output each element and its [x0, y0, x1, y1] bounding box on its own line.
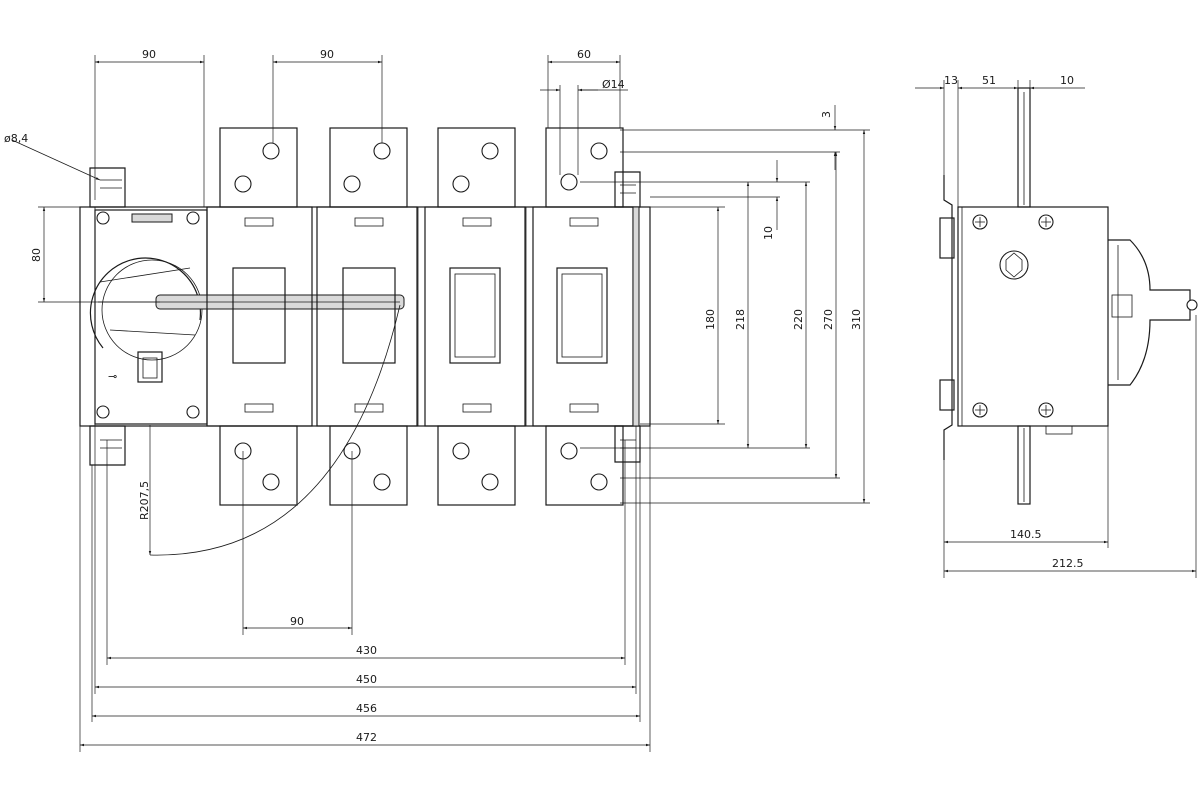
side-bottom-terminal — [1017, 425, 1031, 505]
dim-top-60: 60 — [577, 48, 591, 61]
dim-bottom-90: 90 — [290, 615, 304, 628]
pole-4 — [532, 206, 634, 427]
dim-side-13: 13 — [944, 74, 958, 87]
dim-218: 218 — [734, 309, 747, 330]
dim-side-51: 51 — [982, 74, 996, 87]
side-hub — [999, 250, 1029, 280]
dim-hole-8-4: ø8,4 — [4, 132, 28, 145]
pole-2 — [316, 206, 418, 427]
dim-220: 220 — [792, 309, 805, 330]
dim-diameter-14: Ø14 — [602, 78, 625, 91]
pole-1 — [206, 206, 313, 427]
front-dimensions: 90 90 60 Ø14 ø8,4 80 — [4, 48, 870, 752]
switch-symbol: ⊸ — [108, 370, 117, 383]
side-top-terminal — [1017, 87, 1031, 208]
dim-472: 472 — [356, 731, 377, 744]
side-view: 13 51 10 140.5 212.5 — [915, 74, 1198, 578]
bottom-terminals — [219, 425, 624, 506]
pole-3 — [424, 206, 526, 427]
side-body — [957, 206, 1109, 427]
dim-left-80: 80 — [30, 248, 43, 262]
dim-310: 310 — [850, 309, 863, 330]
dim-456: 456 — [356, 702, 377, 715]
dim-radius: R207,5 — [138, 481, 151, 520]
handle-shaft — [98, 294, 405, 310]
dim-10: 10 — [762, 226, 775, 240]
dim-side-10: 10 — [1060, 74, 1074, 87]
dim-270: 270 — [822, 309, 835, 330]
top-terminals — [219, 127, 624, 208]
handle-swing-arc — [149, 304, 401, 556]
side-dimensions: 13 51 10 140.5 212.5 — [915, 74, 1197, 578]
dim-top-90-b: 90 — [320, 48, 334, 61]
front-view: ⊸ — [4, 48, 870, 752]
dim-side-212-5: 212.5 — [1052, 557, 1084, 570]
dim-top-90-a: 90 — [142, 48, 156, 61]
side-bracket — [943, 175, 953, 460]
mounting-plate — [79, 206, 651, 427]
side-handle — [1108, 239, 1191, 386]
dim-430: 430 — [356, 644, 377, 657]
dim-side-140-5: 140.5 — [1010, 528, 1042, 541]
operating-mechanism: ⊸ — [89, 209, 208, 425]
dim-3: 3 — [820, 111, 833, 118]
pole-modules — [206, 206, 640, 427]
dim-450: 450 — [356, 673, 377, 686]
dim-180: 180 — [704, 309, 717, 330]
